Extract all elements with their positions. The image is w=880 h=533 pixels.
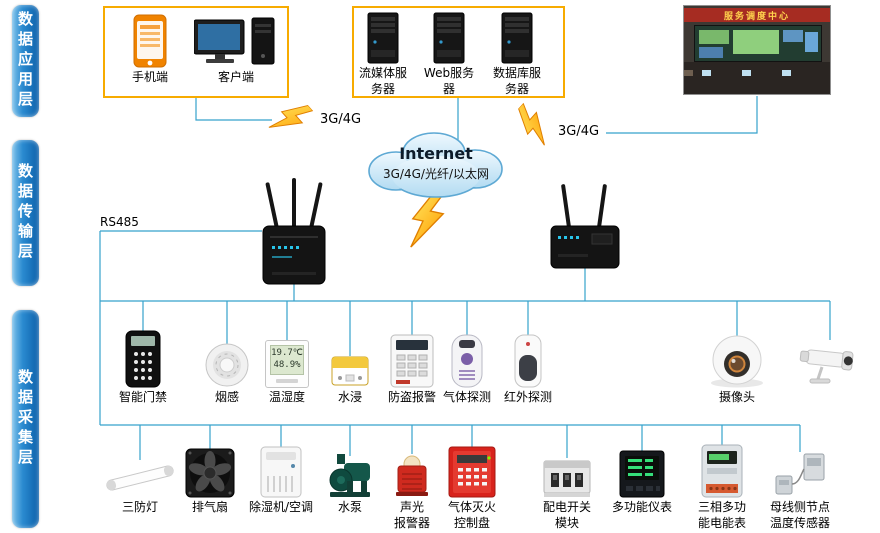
- device-triproof-light: 三防灯: [102, 440, 178, 516]
- device-strobe-alarm: 声光 报警器: [384, 440, 440, 531]
- device-streaming-server: 流媒体服 务器: [352, 12, 414, 97]
- access-control-icon: [111, 322, 175, 388]
- link-label-right: 3G/4G: [558, 124, 600, 139]
- device-label: 排气扇: [191, 500, 228, 514]
- dispatch-center-banner: 服务调度中心: [684, 8, 830, 22]
- dispatch-screen-wall: [694, 25, 822, 62]
- device-label: 配电开关 模块: [542, 500, 591, 530]
- device-label: 手机端: [131, 70, 168, 84]
- device-label: 气体灭火 控制盘: [447, 500, 496, 530]
- smoke-detector-icon: [199, 322, 255, 388]
- device-label: 母线侧节点 温度传感器: [769, 500, 830, 530]
- internet-cloud: Internet 3G/4G/光纤/以太网: [356, 124, 516, 202]
- layer-transmission-label: 数据传输层: [16, 163, 34, 263]
- layer-collection-label: 数据采集层: [16, 369, 34, 469]
- layer-transmission: 数据传输层: [12, 140, 39, 286]
- triproof-light-icon: [102, 440, 178, 498]
- dome-camera-icon: [703, 322, 771, 388]
- device-label: 水浸: [337, 390, 362, 404]
- streaming-server-icon: [352, 12, 414, 64]
- device-client: 客户端: [192, 14, 280, 86]
- rs485-label: RS485: [100, 215, 139, 229]
- device-energy-meter: 三相多功 能电能表: [690, 440, 754, 531]
- dehumidifier-icon: [243, 440, 319, 498]
- device-label: 摄像头: [718, 390, 755, 404]
- cloud-title: Internet: [399, 144, 473, 163]
- device-temp-humidity: 19.7℃ 48.9% 温湿度: [259, 322, 315, 406]
- device-label: 三防灯: [121, 500, 158, 514]
- device-water-leak: 水浸: [322, 322, 378, 406]
- device-access-control: 智能门禁: [111, 322, 175, 406]
- device-label: 客户端: [217, 70, 254, 84]
- device-label: 智能门禁: [118, 390, 167, 404]
- water-leak-icon: [322, 322, 378, 388]
- phone-icon: [118, 12, 182, 68]
- device-phone: 手机端: [118, 12, 182, 86]
- device-label: 红外探测: [503, 390, 552, 404]
- pir-detector-icon: [498, 322, 558, 388]
- web-server-icon: [418, 12, 480, 64]
- layer-application: 数据应用层: [12, 5, 39, 117]
- temp-reading: 19.7℃: [271, 348, 303, 359]
- fire-control-panel-icon: [440, 440, 504, 498]
- water-pump-icon: [322, 440, 378, 498]
- device-burglar-alarm: 防盗报警: [382, 322, 442, 406]
- device-dome-camera: 摄像头: [703, 322, 771, 406]
- gateway-right-icon: [548, 182, 622, 274]
- gas-detector-icon: [437, 322, 497, 388]
- device-exhaust-fan: 排气扇: [182, 440, 238, 516]
- device-bullet-camera: [796, 322, 864, 388]
- lightning-right-icon: [508, 100, 561, 151]
- multifunction-meter-icon: [610, 440, 674, 498]
- device-label: 除湿机/空调: [248, 500, 314, 514]
- dispatch-desks: [684, 62, 830, 94]
- link-label-left: 3G/4G: [320, 112, 362, 127]
- device-multifunction-meter: 多功能仪表: [610, 440, 674, 516]
- layer-application-label: 数据应用层: [16, 11, 34, 111]
- device-pir-detector: 红外探测: [498, 322, 558, 406]
- device-dehumidifier: 除湿机/空调: [243, 440, 319, 516]
- device-water-pump: 水泵: [322, 440, 378, 516]
- power-switch-module-icon: [535, 440, 599, 498]
- lightning-left-icon: [262, 94, 315, 145]
- device-label: 数据库服 务器: [492, 66, 541, 96]
- device-label: 水泵: [337, 500, 362, 514]
- device-web-server: Web服务 器: [418, 12, 480, 97]
- device-label: 烟感: [214, 390, 239, 404]
- desktop-client-icon: [192, 14, 280, 68]
- energy-meter-icon: [690, 440, 754, 498]
- gateway-left-icon: [258, 176, 330, 290]
- device-gas-detector: 气体探测: [437, 322, 497, 406]
- device-power-switch-module: 配电开关 模块: [535, 440, 599, 531]
- bullet-camera-icon: [796, 322, 864, 388]
- device-label: 流媒体服 务器: [358, 66, 407, 96]
- device-label: 气体探测: [442, 390, 491, 404]
- device-busbar-temp-sensor: 母线侧节点 温度传感器: [764, 440, 836, 531]
- humidity-reading: 48.9%: [273, 360, 301, 370]
- dispatch-center-photo: 服务调度中心: [683, 5, 831, 95]
- database-server-icon: [486, 12, 548, 64]
- layer-collection: 数据采集层: [12, 310, 39, 528]
- temp-humidity-icon: 19.7℃ 48.9%: [259, 322, 315, 388]
- device-label: 防盗报警: [387, 390, 436, 404]
- device-label: 多功能仪表: [611, 500, 672, 514]
- exhaust-fan-icon: [182, 440, 238, 498]
- device-smoke-detector: 烟感: [199, 322, 255, 406]
- strobe-alarm-icon: [384, 440, 440, 498]
- cloud-subtitle: 3G/4G/光纤/以太网: [383, 167, 489, 181]
- burglar-alarm-icon: [382, 322, 442, 388]
- busbar-temp-sensor-icon: [764, 440, 836, 498]
- device-label: 三相多功 能电能表: [697, 500, 746, 530]
- device-label: 温湿度: [268, 390, 305, 404]
- device-label: Web服务 器: [423, 66, 475, 96]
- device-fire-control-panel: 气体灭火 控制盘: [440, 440, 504, 531]
- dispatch-center-title: 服务调度中心: [723, 11, 790, 22]
- device-database-server: 数据库服 务器: [486, 12, 548, 97]
- device-label: 声光 报警器: [393, 500, 430, 530]
